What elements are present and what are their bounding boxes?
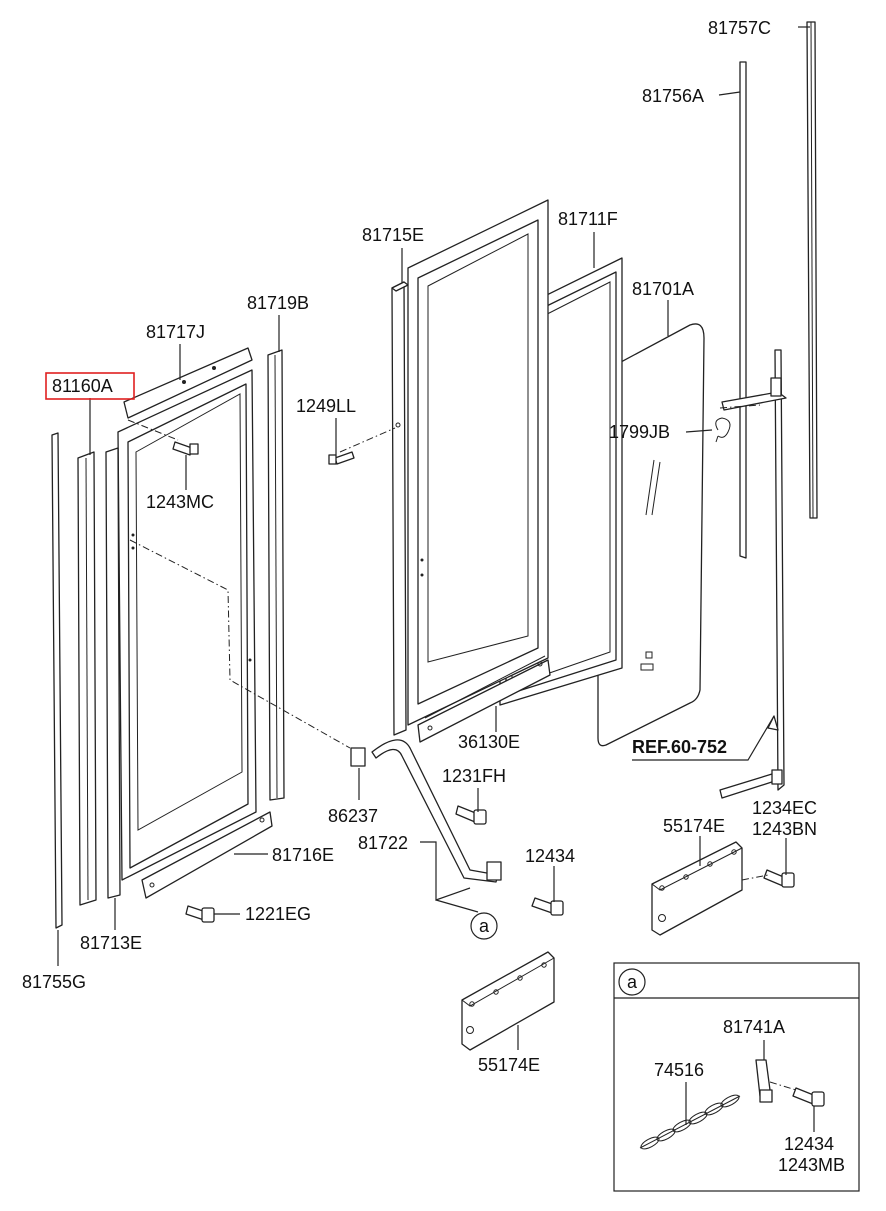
- screw-1243mc: [172, 441, 199, 456]
- leader-lines: [57, 26, 810, 1050]
- part-81719b-strip: [267, 349, 285, 801]
- label-81722: 81722: [358, 833, 408, 853]
- part-81756a-strip: [739, 61, 747, 559]
- bracket-81741a: [755, 1059, 773, 1103]
- detail-box-a: [613, 962, 860, 1192]
- part-door-frame: [117, 369, 257, 881]
- label-81711f: 81711F: [558, 209, 618, 229]
- label-1243mc: 1243MC: [146, 492, 214, 512]
- label-81715e: 81715E: [362, 225, 424, 245]
- screw-1249ll: [328, 451, 355, 465]
- callout-a: a: [470, 912, 498, 940]
- label-55174e-left: 55174E: [478, 1055, 540, 1075]
- label-ref-60-752: REF.60-752: [632, 737, 727, 757]
- bolt-12434: [531, 897, 564, 916]
- part-1799jb-clip: [715, 417, 731, 443]
- part-regulator-rod: [719, 349, 787, 799]
- label-1231fh: 1231FH: [442, 766, 506, 786]
- part-55174e-bracket-left: [461, 951, 555, 1051]
- label-1221eg: 1221EG: [245, 904, 311, 924]
- part-81715e-frame: [407, 199, 549, 726]
- part-81160a-strip: [77, 451, 97, 906]
- part-81713e-strip: [105, 447, 121, 899]
- bolt-1231fh: [455, 805, 487, 825]
- label-81716e: 81716E: [272, 845, 334, 865]
- bolt-1234ec: [763, 869, 795, 888]
- label-81160a: 81160A: [52, 376, 113, 396]
- label-81755g: 81755G: [22, 972, 86, 992]
- label-1799jb: 1799JB: [609, 422, 670, 442]
- label-36130e: 36130E: [458, 732, 520, 752]
- label-86237: 86237: [328, 806, 378, 826]
- label-1243mb: 1243MB: [778, 1155, 845, 1175]
- part-81757c-strip: [806, 21, 818, 519]
- part-55174e-bracket-right: [651, 841, 743, 936]
- label-81756a: 81756A: [642, 86, 704, 106]
- part-81755g-strip: [51, 432, 63, 929]
- part-36130e-channel: [417, 655, 551, 743]
- highlight-81160a: [45, 372, 135, 400]
- label-55174e-right: 55174E: [663, 816, 725, 836]
- part-81715e-channel: [391, 281, 409, 736]
- bolt-12434-detail: [792, 1087, 825, 1107]
- label-81741a: 81741A: [723, 1017, 785, 1037]
- part-81717j-rail: [123, 347, 253, 419]
- label-1234ec: 1234EC: [752, 798, 817, 818]
- detail-a-letter: a: [627, 972, 638, 992]
- label-12434: 12434: [525, 846, 575, 866]
- label-81717j: 81717J: [146, 322, 205, 342]
- callout-a-letter: a: [479, 916, 490, 936]
- label-81757c: 81757C: [708, 18, 771, 38]
- chain-74516: [639, 1094, 741, 1150]
- label-74516: 74516: [654, 1060, 704, 1080]
- label-1243bn: 1243BN: [752, 819, 817, 839]
- label-81719b: 81719B: [247, 293, 309, 313]
- label-81701a: 81701A: [632, 279, 694, 299]
- part-81716e-channel: [141, 811, 273, 899]
- label-1249ll: 1249LL: [296, 396, 356, 416]
- detail-a-marker: a: [618, 968, 646, 996]
- label-81713e: 81713E: [80, 933, 142, 953]
- bolt-1221eg: [185, 905, 215, 923]
- label-12434-detail: 12434: [784, 1134, 834, 1154]
- part-81722-link: [350, 739, 502, 883]
